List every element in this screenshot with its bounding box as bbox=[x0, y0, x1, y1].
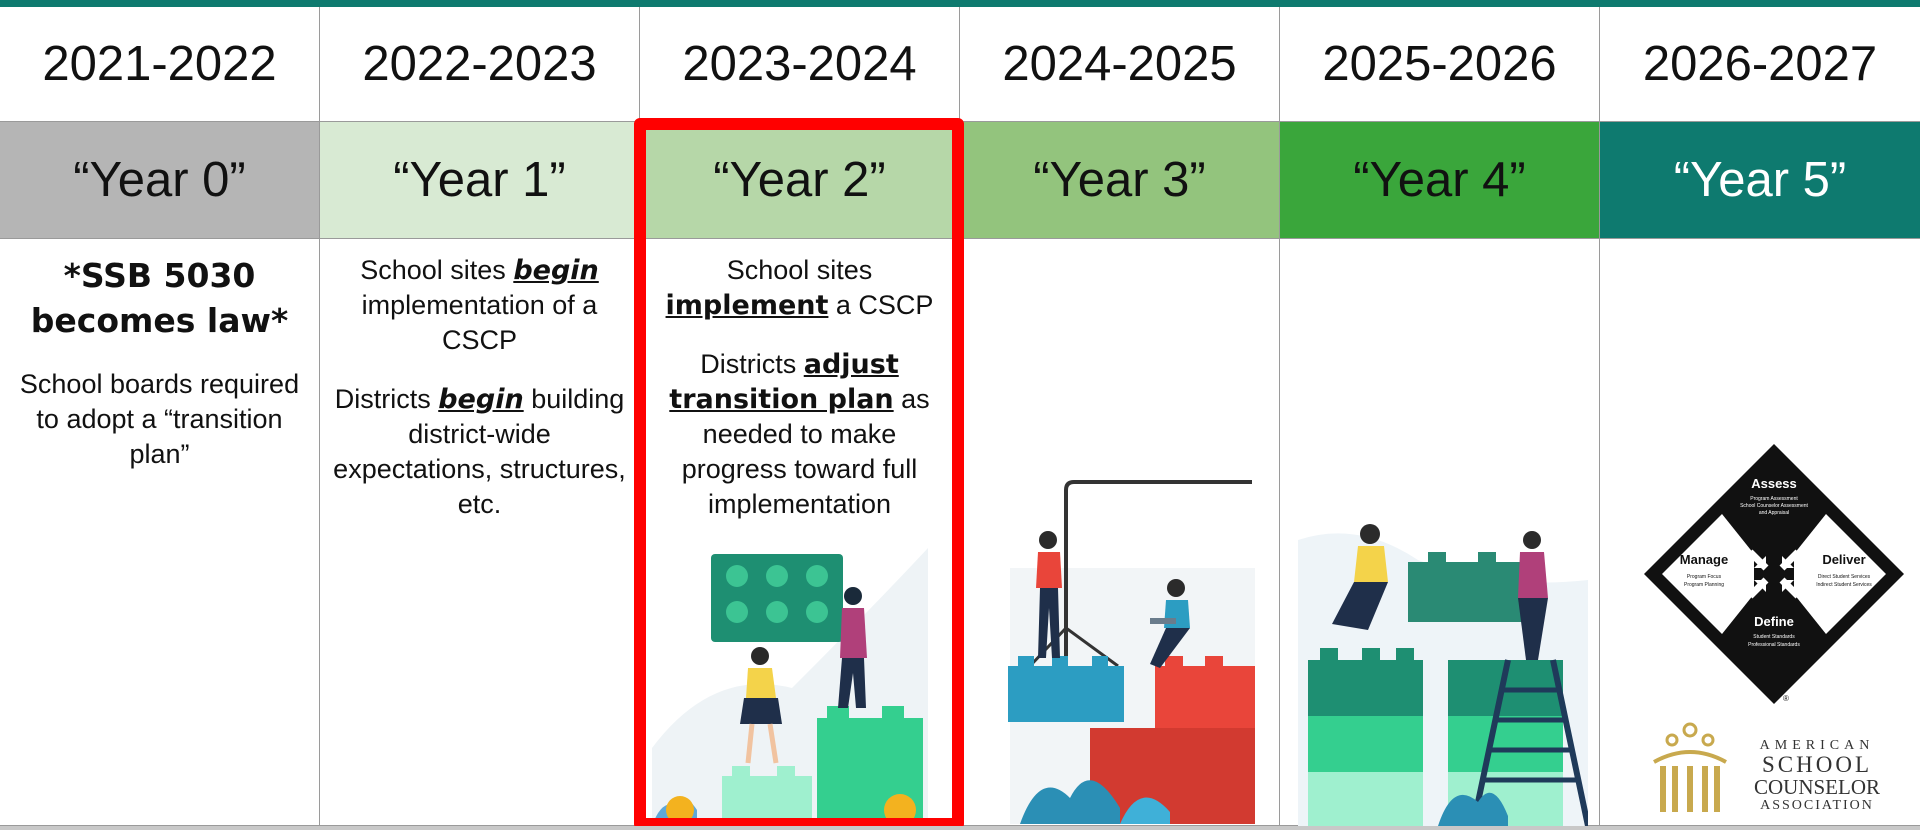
asca-define-sub: Student Standards bbox=[1753, 634, 1795, 640]
emphasis-begin: begin bbox=[438, 384, 524, 415]
year-header-2022: 2022-2023 bbox=[320, 7, 640, 122]
text-span: a CSCP bbox=[828, 290, 934, 320]
blocks-lifting-illustration bbox=[652, 548, 928, 826]
year-label-4: “Year 4” bbox=[1280, 122, 1600, 239]
asca-define-label: Define bbox=[1754, 614, 1794, 629]
year-label-0: “Year 0” bbox=[0, 122, 320, 239]
year-header-2023: 2023-2024 bbox=[640, 7, 960, 122]
year-0-description: *SSB 5030 becomes law* School boards req… bbox=[0, 239, 320, 826]
emphasis-implement: implement bbox=[665, 290, 829, 321]
asca-assess-sub: and Appraisal bbox=[1759, 510, 1789, 516]
year-header-2026: 2026-2027 bbox=[1600, 7, 1920, 122]
year-1-description: School sites begin implementation of a C… bbox=[320, 239, 640, 826]
asca-national-model-diagram: Assess Program Assessment School Counsel… bbox=[1644, 444, 1904, 704]
registered-mark: ® bbox=[1783, 694, 1789, 703]
text-span: implementation of a CSCP bbox=[361, 290, 598, 355]
text-span: as needed to make progress toward full i… bbox=[681, 384, 930, 519]
transition-plan-text: School boards required to adopt a “trans… bbox=[19, 369, 300, 469]
asca-logo-line: COUNSELOR bbox=[1753, 775, 1880, 799]
year-1-paragraph-2: Districts begin building district-wide e… bbox=[328, 382, 631, 522]
emphasis-adjust: adjust transition plan bbox=[669, 349, 899, 415]
text-span: building district-wide expectations, str… bbox=[333, 384, 626, 519]
top-accent-bar bbox=[0, 0, 1920, 7]
asca-logo-line: SCHOOL bbox=[1761, 752, 1872, 777]
asca-manage-sub: Program Planning bbox=[1684, 582, 1724, 588]
asca-assess-label: Assess bbox=[1751, 476, 1797, 491]
bottom-divider bbox=[0, 826, 1920, 830]
asca-deliver-label: Deliver bbox=[1822, 552, 1865, 567]
year-2-paragraph-2: Districts adjust transition plan as need… bbox=[648, 347, 951, 522]
asca-manage-sub: Program Focus bbox=[1687, 574, 1722, 580]
text-span: School sites bbox=[360, 255, 514, 285]
year-header-2021: 2021-2022 bbox=[0, 7, 320, 122]
law-heading: *SSB 5030 becomes law* bbox=[30, 256, 289, 340]
asca-assess-sub: School Counselor Assessment bbox=[1740, 503, 1808, 509]
year-5-cell bbox=[1600, 239, 1920, 826]
asca-deliver-sub: Indirect Student Services bbox=[1816, 582, 1872, 588]
text-span: School sites bbox=[726, 255, 873, 285]
crane-blocks-illustration bbox=[1008, 480, 1255, 824]
asca-deliver-sub: Direct Student Services bbox=[1818, 574, 1871, 580]
year-header-2025: 2025-2026 bbox=[1280, 7, 1600, 122]
year-1-paragraph-1: School sites begin implementation of a C… bbox=[328, 253, 631, 358]
asca-assess-sub: Program Assessment bbox=[1750, 496, 1798, 502]
asca-logo-line: AMERICAN bbox=[1759, 738, 1875, 753]
text-span: Districts bbox=[334, 384, 439, 414]
emphasis-begin: begin bbox=[513, 255, 599, 286]
year-label-5: “Year 5” bbox=[1600, 122, 1920, 239]
ladder-blocks-illustration bbox=[1298, 524, 1588, 826]
year-label-2: “Year 2” bbox=[640, 122, 960, 239]
year-3-cell bbox=[960, 239, 1280, 826]
asca-manage-label: Manage bbox=[1680, 552, 1728, 567]
year-header-2024: 2024-2025 bbox=[960, 7, 1280, 122]
year-label-1: “Year 1” bbox=[320, 122, 640, 239]
year-label-3: “Year 3” bbox=[960, 122, 1280, 239]
text-span: Districts bbox=[700, 349, 804, 379]
asca-logo-text: AMERICAN SCHOOL COUNSELOR ASSOCIATION bbox=[1742, 738, 1892, 814]
asca-logo-icon bbox=[1653, 722, 1727, 812]
asca-define-sub: Professional Standards bbox=[1748, 642, 1800, 648]
year-2-paragraph-1: School sites implement a CSCP bbox=[648, 253, 951, 323]
asca-diamond-shape bbox=[1644, 444, 1904, 704]
asca-logo-line: ASSOCIATION bbox=[1760, 798, 1874, 813]
timeline-table: 2021-2022 2022-2023 2023-2024 2024-2025 … bbox=[0, 7, 1920, 826]
